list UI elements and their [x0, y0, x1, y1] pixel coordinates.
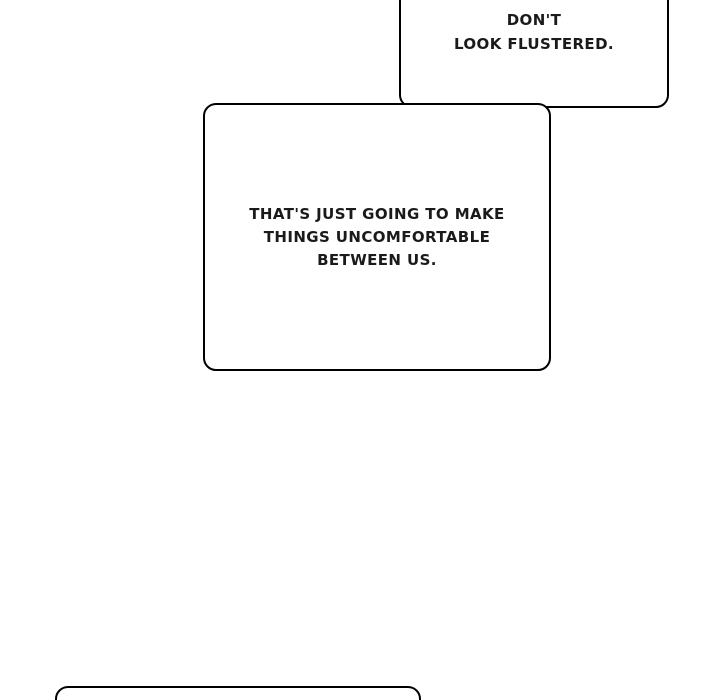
- speech-bubble-main: THAT'S JUST GOING TO MAKE THINGS UNCOMFO…: [203, 103, 551, 371]
- speech-bubble-top-text: DON'T LOOK FLUSTERED.: [401, 8, 667, 56]
- speech-text-line: THAT'S JUST GOING TO MAKE: [249, 204, 505, 223]
- speech-bubble-bottom: [55, 686, 421, 700]
- speech-text-line: DON'T: [506, 11, 562, 29]
- speech-bubble-main-text: THAT'S JUST GOING TO MAKE THINGS UNCOMFO…: [249, 203, 504, 272]
- speech-text-line: LOOK FLUSTERED.: [453, 35, 615, 53]
- speech-text-line: THINGS UNCOMFORTABLE: [263, 227, 491, 246]
- speech-text-line: BETWEEN US.: [317, 250, 437, 269]
- speech-bubble-top: DON'T LOOK FLUSTERED.: [399, 0, 669, 108]
